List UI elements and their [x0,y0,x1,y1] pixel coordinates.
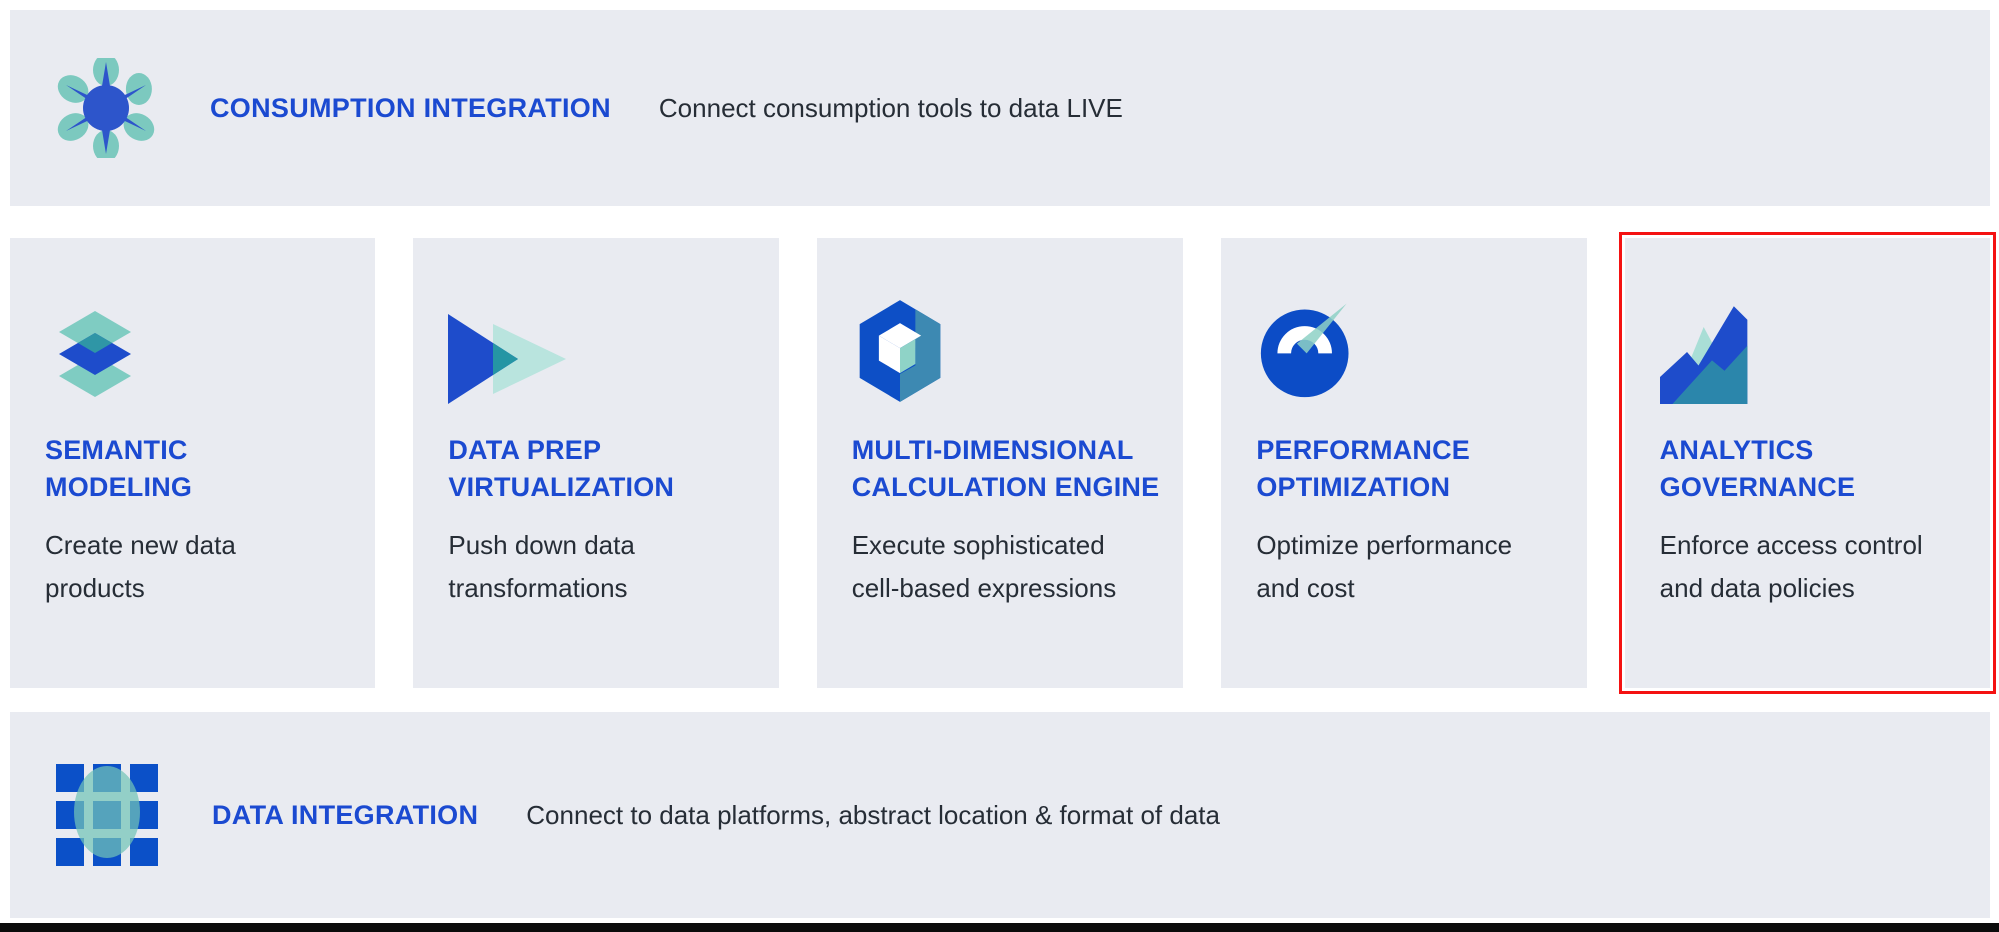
gauge-icon [1256,296,1562,404]
area-chart-icon [1659,296,1966,404]
bottom-edge-bar [0,923,1999,932]
hub-network-icon [56,58,156,158]
layers-icon [45,296,351,404]
hexagon-cube-icon [852,296,1160,404]
play-triangles-icon [448,296,754,404]
banner-subtitle: Connect to data platforms, abstract loca… [526,799,1220,830]
card-multi-dimensional-calculation-engine: MULTI-DIMENSIONAL CALCULATION ENGINE Exe… [816,238,1184,688]
card-analytics-governance: ANALYTICS GOVERNANCE Enforce access cont… [1618,232,1997,694]
card-description: Optimize performance and cost [1256,530,1513,603]
card-data-prep-virtualization: DATA PREP VIRTUALIZATION Push down data … [413,238,779,688]
card-title: ANALYTICS GOVERNANCE [1659,435,1856,502]
consumption-integration-banner: CONSUMPTION INTEGRATION Connect consumpt… [10,10,1990,206]
card-title: PERFORMANCE OPTIMIZATION [1256,435,1471,502]
card-performance-optimization: PERFORMANCE OPTIMIZATION Optimize perfor… [1221,238,1587,688]
grid-squares-icon [56,764,158,866]
card-description: Create new data products [45,530,236,603]
card-description: Execute sophisticated cell-based express… [851,530,1117,603]
card-title: DATA PREP VIRTUALIZATION [448,435,675,502]
banner-title: CONSUMPTION INTEGRATION [210,92,611,123]
card-title: MULTI-DIMENSIONAL CALCULATION ENGINE [851,435,1160,502]
banner-subtitle: Connect consumption tools to data LIVE [658,92,1123,123]
data-integration-banner: DATA INTEGRATION Connect to data platfor… [10,712,1990,918]
card-description: Enforce access control and data policies [1659,530,1923,603]
banner-title: DATA INTEGRATION [212,799,479,830]
card-semantic-modeling: SEMANTIC MODELING Create new data produc… [10,238,376,688]
card-title: SEMANTIC MODELING [45,435,193,502]
capability-cards-row: SEMANTIC MODELING Create new data produc… [10,232,1997,694]
card-description: Push down data transformations [448,530,635,603]
